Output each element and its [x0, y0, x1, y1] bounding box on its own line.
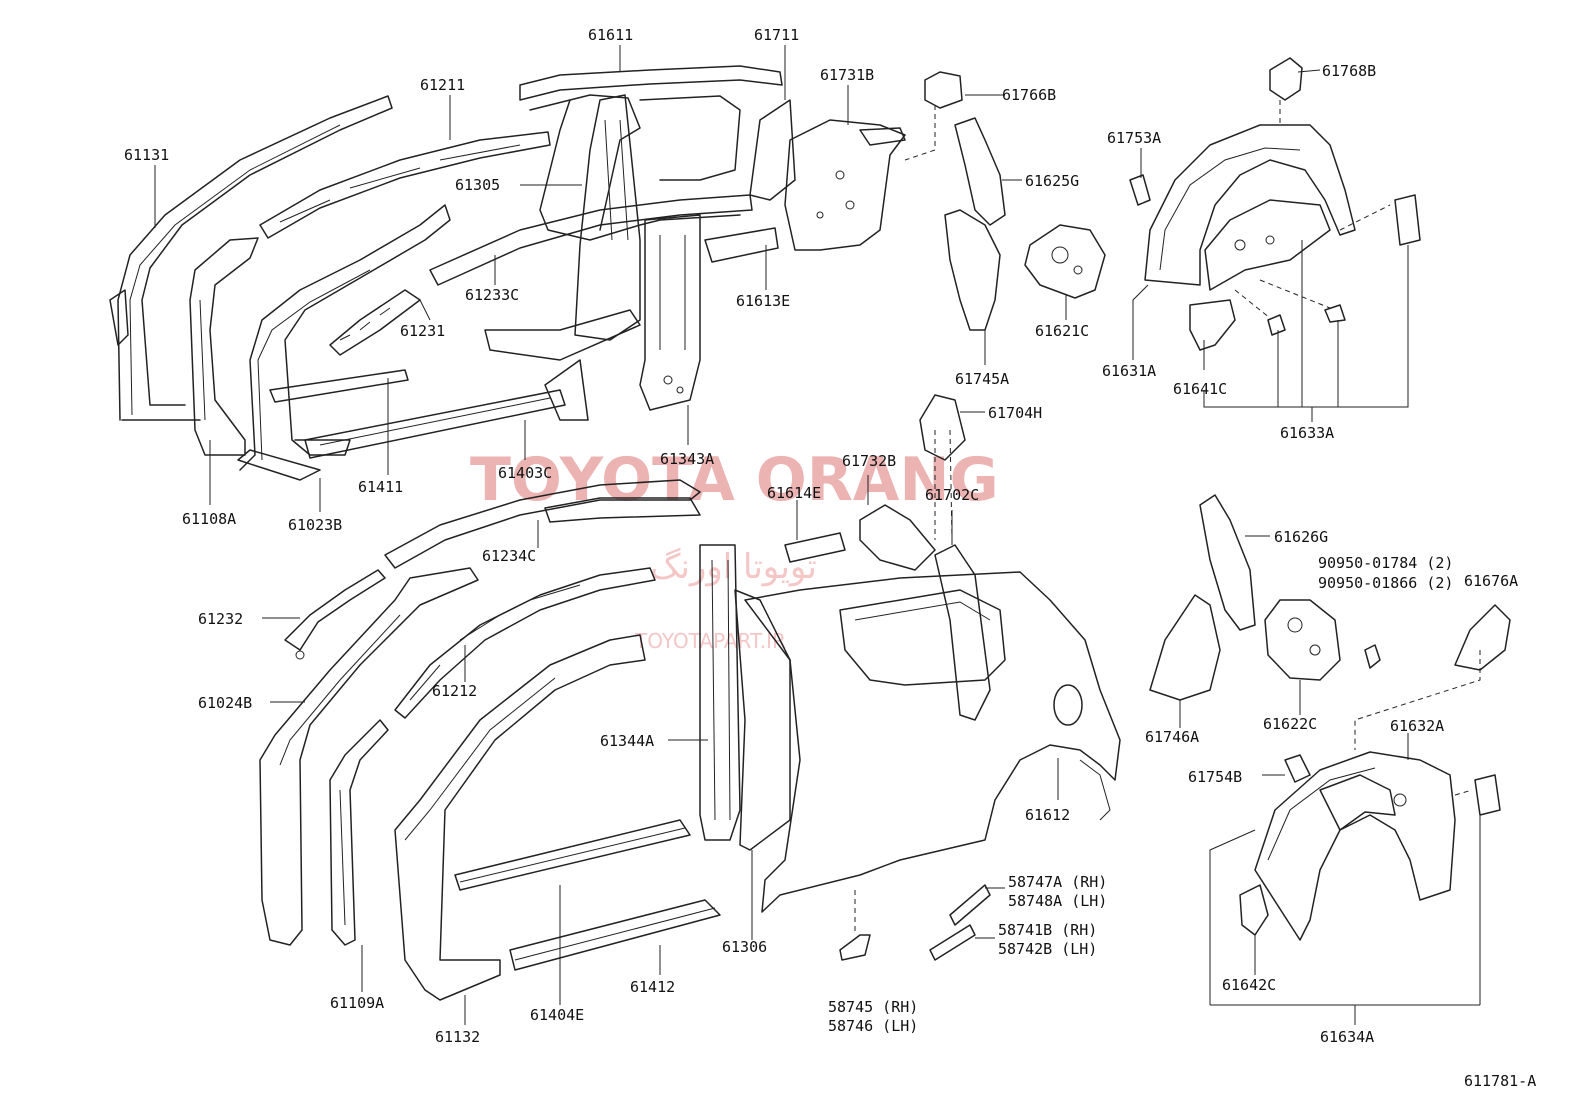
watermark-site: TOYOTAPART.IR	[634, 629, 786, 653]
label-61632A: 61632A	[1390, 717, 1444, 735]
label-61611: 61611	[588, 26, 633, 44]
watermark-persian: تویوتا اورنگ	[650, 547, 817, 587]
label-61676A: 61676A	[1464, 572, 1518, 590]
label-58746: 58746 (LH)	[828, 1017, 918, 1035]
part-labels: 61131 61211 61611 61711 61731B 61766B 61…	[124, 26, 1536, 1090]
label-61612: 61612	[1025, 806, 1070, 824]
label-61412: 61412	[630, 978, 675, 996]
label-61306: 61306	[722, 938, 767, 956]
label-61745A: 61745A	[955, 370, 1009, 388]
label-58748A: 58748A (LH)	[1008, 892, 1107, 910]
label-61109A: 61109A	[330, 994, 384, 1012]
label-61633A: 61633A	[1280, 424, 1334, 442]
label-61233C: 61233C	[465, 286, 519, 304]
label-90950-01866: 90950-01866 (2)	[1318, 574, 1453, 592]
label-61305: 61305	[455, 176, 500, 194]
label-61343A: 61343A	[660, 450, 714, 468]
label-61231: 61231	[400, 322, 445, 340]
label-58741B: 58741B (RH)	[998, 921, 1097, 939]
roof-rail-group	[284, 479, 701, 719]
small-bracket-group	[904, 71, 1106, 331]
label-61626G: 61626G	[1274, 528, 1328, 546]
label-61621C: 61621C	[1035, 322, 1089, 340]
label-61631A: 61631A	[1102, 362, 1156, 380]
rear-bracket-group	[1149, 494, 1511, 750]
figure-reference: 611781-A	[1464, 1072, 1536, 1090]
label-61768B: 61768B	[1322, 62, 1376, 80]
label-61131: 61131	[124, 146, 169, 164]
label-61024B: 61024B	[198, 694, 252, 712]
label-61614E: 61614E	[767, 484, 821, 502]
label-61108A: 61108A	[182, 510, 236, 528]
label-61411: 61411	[358, 478, 403, 496]
label-61613E: 61613E	[736, 292, 790, 310]
label-61642C: 61642C	[1222, 976, 1276, 994]
wheelhouse-lower-group	[1239, 751, 1501, 941]
label-58745: 58745 (RH)	[828, 998, 918, 1016]
watermark: TOYOTA ORANG تویوتا اورنگ TOYOTAPART.IR	[470, 445, 999, 653]
label-61634A: 61634A	[1320, 1028, 1374, 1046]
label-61702C: 61702C	[925, 486, 979, 504]
label-61211: 61211	[420, 76, 465, 94]
label-58742B: 58742B (LH)	[998, 940, 1097, 958]
front-pillar-group	[109, 95, 753, 481]
label-61731B: 61731B	[820, 66, 874, 84]
label-61023B: 61023B	[288, 516, 342, 534]
leader-lines	[154, 45, 1481, 1025]
label-61404E: 61404E	[530, 1006, 584, 1024]
label-61732B: 61732B	[842, 452, 896, 470]
label-61622C: 61622C	[1263, 715, 1317, 733]
label-61641C: 61641C	[1173, 380, 1227, 398]
label-61344A: 61344A	[600, 732, 654, 750]
label-61234C: 61234C	[482, 547, 536, 565]
label-61132: 61132	[435, 1028, 480, 1046]
label-61754B: 61754B	[1188, 768, 1242, 786]
label-61766B: 61766B	[1002, 86, 1056, 104]
center-pillar-group	[484, 65, 906, 411]
side-panel-group	[259, 394, 1121, 1001]
label-61746A: 61746A	[1145, 728, 1199, 746]
label-61753A: 61753A	[1107, 129, 1161, 147]
label-58747A: 58747A (RH)	[1008, 873, 1107, 891]
label-61232: 61232	[198, 610, 243, 628]
label-61212: 61212	[432, 682, 477, 700]
watermark-brand: TOYOTA ORANG	[470, 445, 999, 515]
label-90950-01784: 90950-01784 (2)	[1318, 554, 1453, 572]
label-61711: 61711	[754, 26, 799, 44]
label-61625G: 61625G	[1025, 172, 1079, 190]
label-61704H: 61704H	[988, 404, 1042, 422]
wheelhouse-upper-group	[1129, 57, 1421, 351]
label-61403C: 61403C	[498, 464, 552, 482]
